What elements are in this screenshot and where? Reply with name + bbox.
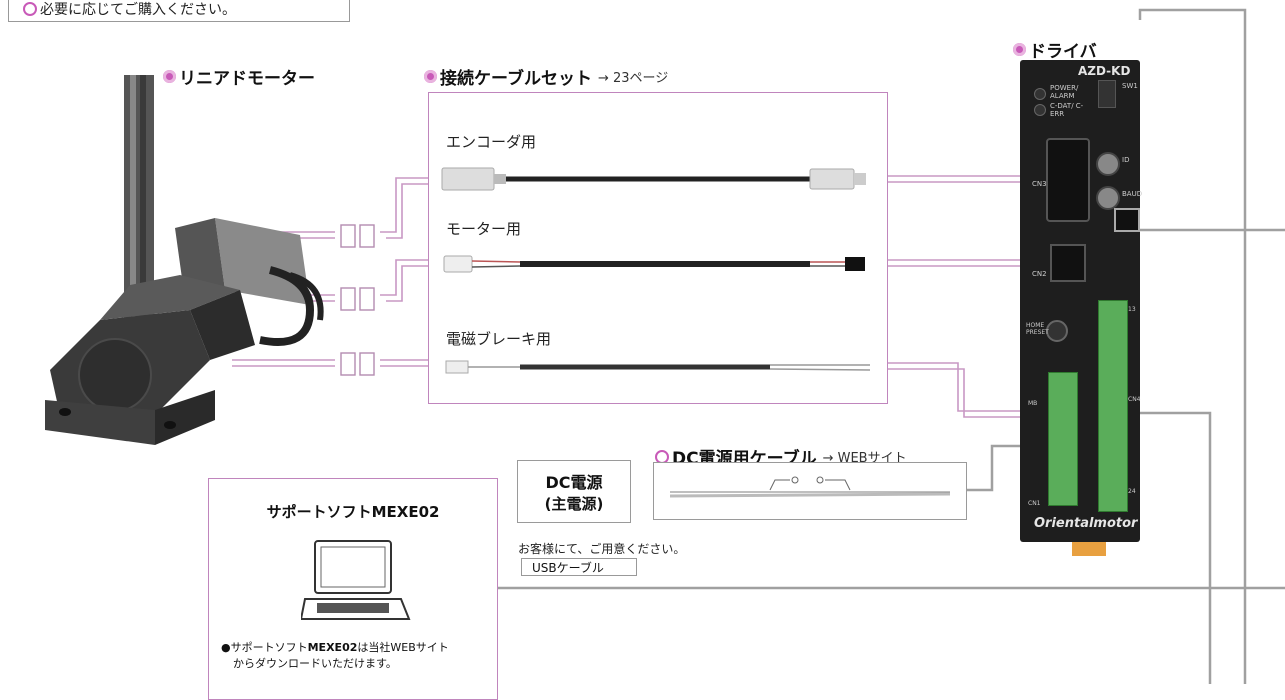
cable-set-title-text: 接続ケーブルセット	[440, 69, 592, 89]
cable-set-box	[428, 92, 888, 404]
dc-cable-box	[653, 462, 967, 520]
usb-port[interactable]	[1114, 208, 1140, 232]
driver-title-text: ドライバ	[1029, 42, 1097, 62]
id-label: ID	[1122, 156, 1130, 164]
cn2-label: CN2	[1032, 270, 1047, 278]
din-clip	[1072, 542, 1106, 556]
purchase-note-text: 必要に応じてご購入ください。	[40, 2, 236, 18]
driver-brand-logo: Orientalmotor	[1034, 516, 1138, 531]
laptop-icon	[301, 540, 411, 620]
usb-cable-label: USBケーブル	[521, 558, 637, 576]
dc-power-line2: (主電源)	[544, 495, 604, 513]
mb-label: MB	[1028, 400, 1038, 407]
encoder-cable-image	[441, 167, 866, 191]
dc-power-line1: DC電源	[545, 473, 603, 492]
cn2-motor-port[interactable]	[1050, 244, 1086, 282]
power-led	[1034, 88, 1046, 100]
driver-title: ドライバ	[1013, 37, 1097, 62]
motor-cable-image	[443, 255, 865, 273]
bullet-icon	[424, 70, 437, 83]
motor-title-text: リニアドモーター	[179, 69, 315, 89]
support-software-box: サポートソフトMEXE02 ●サポートソフトMEXE02は当社WEBサイト から…	[208, 478, 498, 700]
id-switch[interactable]	[1096, 152, 1120, 176]
bullet-icon	[163, 70, 176, 83]
bullet-icon: ●	[221, 641, 231, 654]
support-software-title: サポートソフトMEXE02	[209, 501, 497, 522]
support-title-prefix: サポートソフト	[266, 503, 372, 521]
cn1-power-terminal[interactable]	[1048, 372, 1078, 506]
power-alarm-label: POWER/ ALARM	[1050, 84, 1079, 100]
cn3-label: CN3	[1032, 180, 1047, 188]
encoder-cable-label: エンコーダ用	[446, 133, 537, 151]
support-note-rest: は当社WEBサイト	[357, 641, 449, 654]
support-title-product: MEXE02	[371, 503, 440, 521]
driver-body: AZD-KD POWER/ ALARM C-DAT/ C-ERR SW1 ID …	[1020, 60, 1143, 542]
home-preset-label: HOME PRESET	[1026, 322, 1049, 336]
connection-wires	[228, 8, 1285, 684]
cn3-encoder-port[interactable]	[1046, 138, 1090, 222]
brake-cable-image	[445, 360, 871, 374]
cn4-label: CN4	[1128, 396, 1141, 403]
dc-cable-image	[669, 476, 951, 498]
support-note-product: MEXE02	[307, 641, 358, 654]
driver-model: AZD-KD	[1078, 64, 1131, 78]
cn4-io-terminal[interactable]	[1098, 300, 1128, 512]
purchase-note-box: 必要に応じてご購入ください。	[8, 0, 350, 22]
motor-cable-label: モーター用	[446, 220, 522, 238]
cn4-pin-label: 13	[1128, 306, 1136, 313]
brake-cable-label: 電磁ブレーキ用	[446, 330, 552, 348]
purchase-note: 必要に応じてご購入ください。	[23, 0, 236, 19]
cable-set-title: 接続ケーブルセット → 23ページ	[424, 64, 668, 89]
cable-set-page-ref: → 23ページ	[597, 71, 669, 86]
cn4-pin-label: 24	[1128, 488, 1136, 495]
sw1-switch[interactable]	[1098, 80, 1116, 108]
bullet-icon	[23, 2, 37, 16]
linear-motor-image	[45, 75, 324, 445]
dc-power-box: DC電源 (主電源)	[517, 460, 631, 523]
cn1-label: CN1	[1028, 500, 1041, 507]
home-preset-button[interactable]	[1046, 320, 1068, 342]
sw1-label: SW1	[1122, 82, 1138, 90]
cdat-label: C-DAT/ C-ERR	[1050, 102, 1084, 118]
motor-title: リニアドモーター	[163, 64, 315, 89]
bullet-icon	[1013, 43, 1026, 56]
baud-switch[interactable]	[1096, 186, 1120, 210]
support-note-line2: からダウンロードいただけます。	[233, 657, 397, 670]
support-note-prefix: サポートソフト	[230, 641, 308, 654]
baud-label: BAUD	[1122, 190, 1143, 198]
customer-note: お客様にて、ご用意ください。	[518, 542, 686, 556]
support-download-note: ●サポートソフトMEXE02は当社WEBサイト	[221, 639, 449, 655]
cdat-led	[1034, 104, 1046, 116]
